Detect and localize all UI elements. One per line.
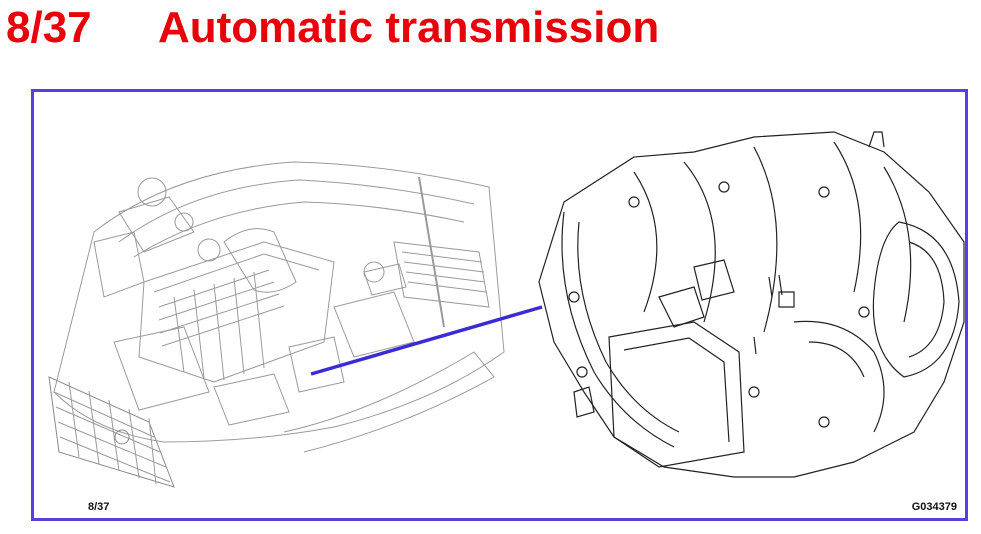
transmission-drawing: [538, 131, 965, 478]
leader-line: [310, 305, 543, 376]
slide-title: Automatic transmission: [158, 3, 660, 52]
figure-frame: 8/37 G034379: [31, 89, 968, 521]
slide-page-number: 8/37: [6, 3, 92, 52]
slide-header: 8/37 Automatic transmission: [0, 0, 981, 60]
engine-bay-drawing: [48, 161, 505, 488]
figure-illustration: [48, 131, 965, 488]
figure-page-number: 8/37: [88, 501, 110, 513]
figure-code: G034379: [911, 501, 957, 513]
